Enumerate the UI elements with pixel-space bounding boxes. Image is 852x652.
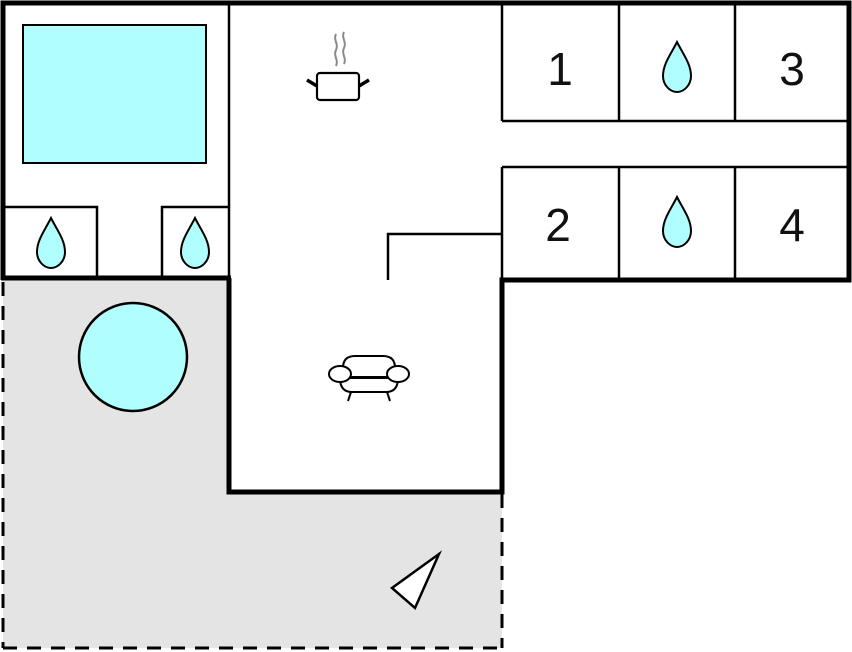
water-drop-icon xyxy=(661,39,693,94)
room-label-1: 1 xyxy=(547,43,573,95)
water-drop-icon xyxy=(661,194,693,249)
interior-walls xyxy=(5,3,849,280)
compass-direction-icon xyxy=(389,550,443,611)
room-label-2: 2 xyxy=(545,199,571,251)
room-label-4: 4 xyxy=(779,199,805,251)
outer-walls xyxy=(0,0,852,495)
cooking-pot-icon xyxy=(306,31,370,102)
sofa-icon xyxy=(328,355,410,402)
water-drop-icon xyxy=(35,215,67,270)
hot-tub-icon xyxy=(77,301,189,413)
bathtub-icon xyxy=(22,24,207,164)
room-label-3: 3 xyxy=(779,43,805,95)
water-drop-icon xyxy=(179,215,211,270)
